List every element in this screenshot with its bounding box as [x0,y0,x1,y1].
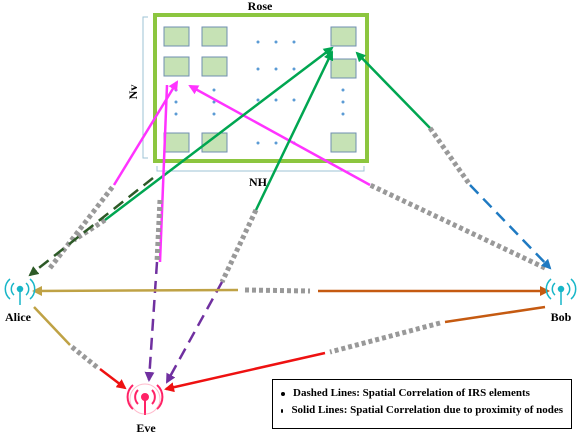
eve-label: Eve [136,421,156,435]
bullet-icon [281,408,284,413]
bob-node: Bob [545,278,577,324]
irs-title: Rose [248,0,273,13]
purple-arrow [144,261,159,382]
eve-node: Eve [126,383,164,435]
gold-arrow [32,285,239,296]
irs-element [201,132,228,153]
alice-label: Alice [5,310,32,324]
gray-correlation-segment [329,320,441,355]
magenta-arrow [188,84,371,187]
red-arrow [164,351,326,393]
link-irs-eve-purple-right [165,281,224,384]
magenta-segment [158,84,169,263]
irs-element [330,26,357,47]
link-irs-bob-blue [469,184,552,270]
nh-label: NH [249,175,268,189]
legend-box: Dashed Lines: Spatial Correlation of IRS… [272,379,572,429]
gray-correlation-segment [48,183,116,270]
irs-element [330,132,357,153]
legend-dashed-text: Dashed Lines: Spatial Correlation of IRS… [293,387,530,399]
link-alice-irs-green [72,46,334,243]
antenna-icon [545,278,577,305]
link-bob-alice [32,285,311,296]
green-arrow [104,46,334,221]
gray-correlation-segment [244,287,311,294]
eavesdropper-antenna-icon [126,383,164,415]
irs-element [163,56,190,77]
link-bob-eve [164,305,546,393]
irs-element [163,26,190,47]
irs-element [330,58,357,79]
irs-ellipsis-dots [174,40,345,145]
nv-bracket [142,16,148,159]
gray-correlation-segment [219,208,259,284]
nv-label: Nv [126,85,140,100]
bob-label: Bob [551,310,572,324]
gray-correlation-segment [427,126,473,187]
irs-element [201,56,228,77]
irs-element-grid [163,26,357,153]
nh-bracket [156,166,365,172]
link-alice-eve [33,306,127,390]
red-arrow [99,368,127,390]
link-irs-alice-darkgreen [28,177,154,277]
gray-correlation-segment [154,199,163,263]
legend-item: Solid Lines: Spatial Correlation due to … [281,402,563,419]
gray-correlation-segment [368,182,547,271]
gray-correlation-segment [72,217,107,243]
link-eve-irs-green [219,50,334,284]
green-arrow [355,51,431,129]
legend-item: Dashed Lines: Spatial Correlation of IRS… [281,385,563,402]
orange-segment [444,305,546,324]
antenna-icon [4,278,36,305]
link-bob-irs-magenta [188,84,547,271]
gray-correlation-segment [70,345,100,370]
irs-element [163,132,190,153]
alice-node: Alice [4,278,36,324]
green-arrow [254,50,334,211]
bullet-icon [281,391,285,396]
gold-segment [33,306,71,346]
link-bob-irs-green [355,51,473,187]
legend-solid-text: Solid Lines: Spatial Correlation due to … [291,404,563,416]
link-irs-eve-purple-left [144,84,169,382]
irs-element [201,26,228,47]
irs-panel: Rose Nv NH [126,0,369,189]
